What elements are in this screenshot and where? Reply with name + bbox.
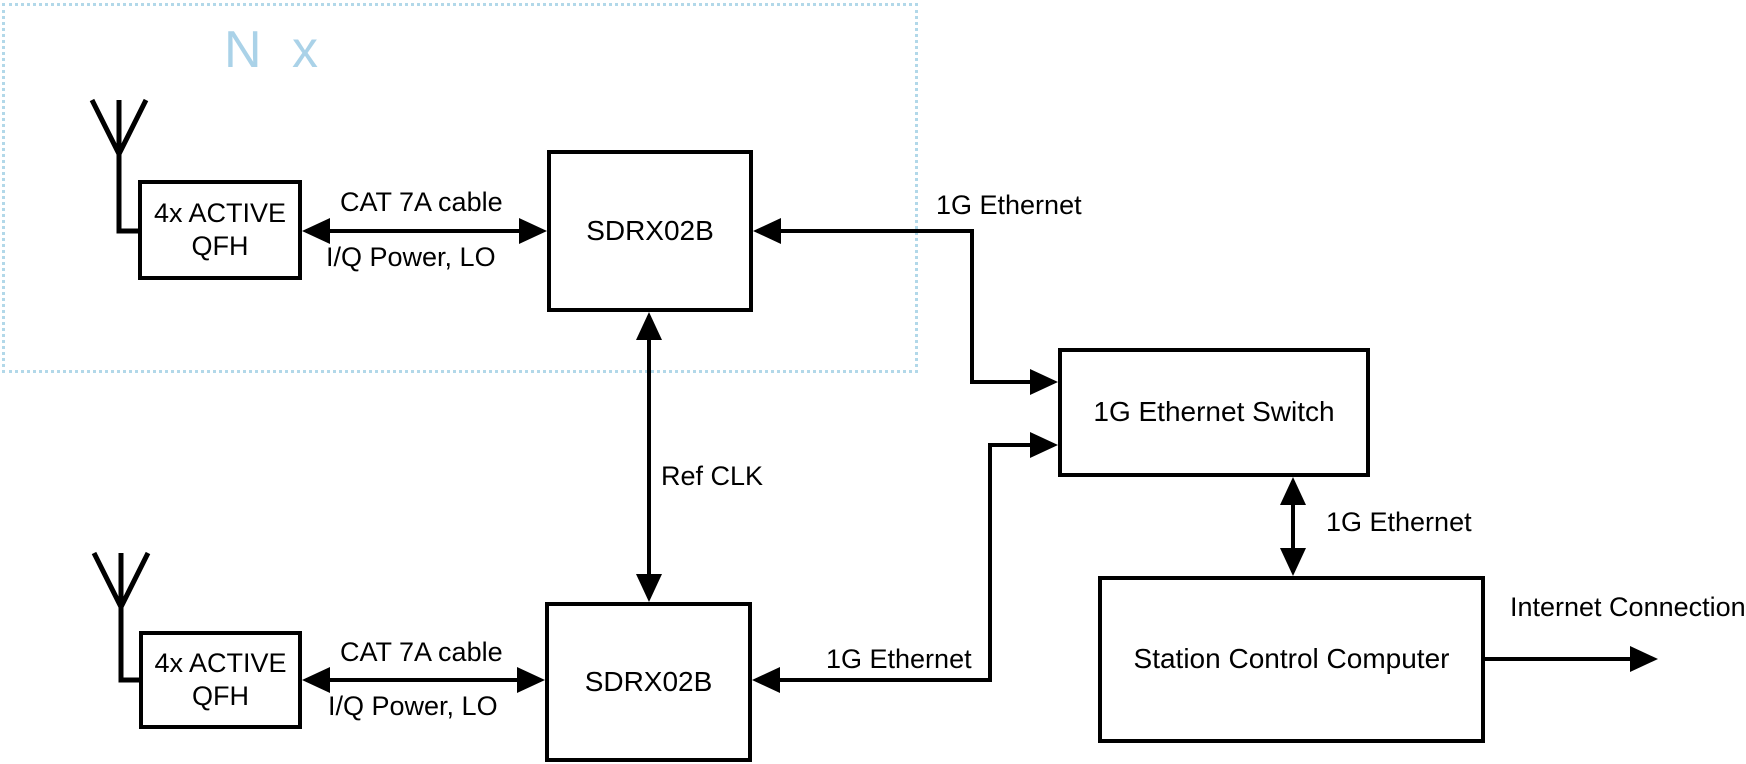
- node-ethernet-switch: 1G Ethernet Switch: [1058, 348, 1370, 477]
- group-multiplier-label: N x: [224, 21, 321, 79]
- label-iq-power-lo-top: I/Q Power, LO: [326, 242, 496, 272]
- node-sdrx-receiver-bottom: SDRX02B: [545, 602, 752, 762]
- cable-top-arrowhead-left: [302, 218, 330, 244]
- node-sdrx-receiver-top: SDRX02B: [547, 150, 753, 312]
- refclk-arrowhead-down: [636, 574, 662, 602]
- node-qfh-bottom-label-line2: QFH: [192, 681, 249, 711]
- node-qfh-bottom-label-line1: 4x ACTIVE: [154, 648, 287, 679]
- eth-switch-computer-arrowhead-up: [1280, 477, 1306, 505]
- node-sdrx-bottom-label: SDRX02B: [584, 665, 713, 697]
- eth-top-arrowhead-right: [1030, 369, 1058, 395]
- label-ref-clk: Ref CLK: [661, 461, 764, 491]
- cable-top-arrowhead-right: [519, 218, 547, 244]
- eth-bottom-arrowhead-right: [1030, 432, 1058, 458]
- label-internet-connection: Internet Connection: [1510, 592, 1746, 622]
- eth-top-arrowhead-left: [753, 218, 781, 244]
- node-sdrx-top-label: SDRX02B: [586, 214, 714, 246]
- node-ethernet-switch-label: 1G Ethernet Switch: [1093, 396, 1335, 428]
- eth-top-line: [757, 229, 1054, 384]
- eth-bottom-arrowhead-left: [752, 667, 780, 693]
- cable-bottom-arrowhead-left: [302, 667, 330, 693]
- replicated-group-frame: [2, 3, 918, 373]
- cable-bottom-arrowhead-right: [517, 667, 545, 693]
- eth-switch-computer-arrowhead-down: [1280, 548, 1306, 576]
- internet-arrowhead-right: [1630, 646, 1658, 672]
- node-station-computer-label: Station Control Computer: [1133, 643, 1450, 675]
- eth-bottom-line: [756, 443, 1054, 682]
- label-cat7a-cable-bottom: CAT 7A cable: [340, 637, 503, 667]
- label-1g-ethernet-bottom: 1G Ethernet: [826, 644, 972, 674]
- antenna-bottom-icon: [91, 551, 151, 683]
- node-qfh-top-label-line1: 4x ACTIVE: [153, 198, 287, 229]
- node-qfh-top-label-line2: QFH: [191, 231, 249, 261]
- label-1g-ethernet-switch-computer: 1G Ethernet: [1326, 507, 1472, 537]
- label-cat7a-cable-top: CAT 7A cable: [340, 187, 503, 217]
- node-qfh-antenna-bottom: 4x ACTIVE QFH: [139, 631, 302, 729]
- node-station-control-computer: Station Control Computer: [1098, 576, 1485, 743]
- node-qfh-antenna-top: 4x ACTIVE QFH: [138, 180, 302, 280]
- label-1g-ethernet-top: 1G Ethernet: [936, 190, 1082, 220]
- label-iq-power-lo-bottom: I/Q Power, LO: [328, 691, 498, 721]
- antenna-top-icon: [89, 98, 149, 234]
- refclk-arrowhead-up: [636, 312, 662, 340]
